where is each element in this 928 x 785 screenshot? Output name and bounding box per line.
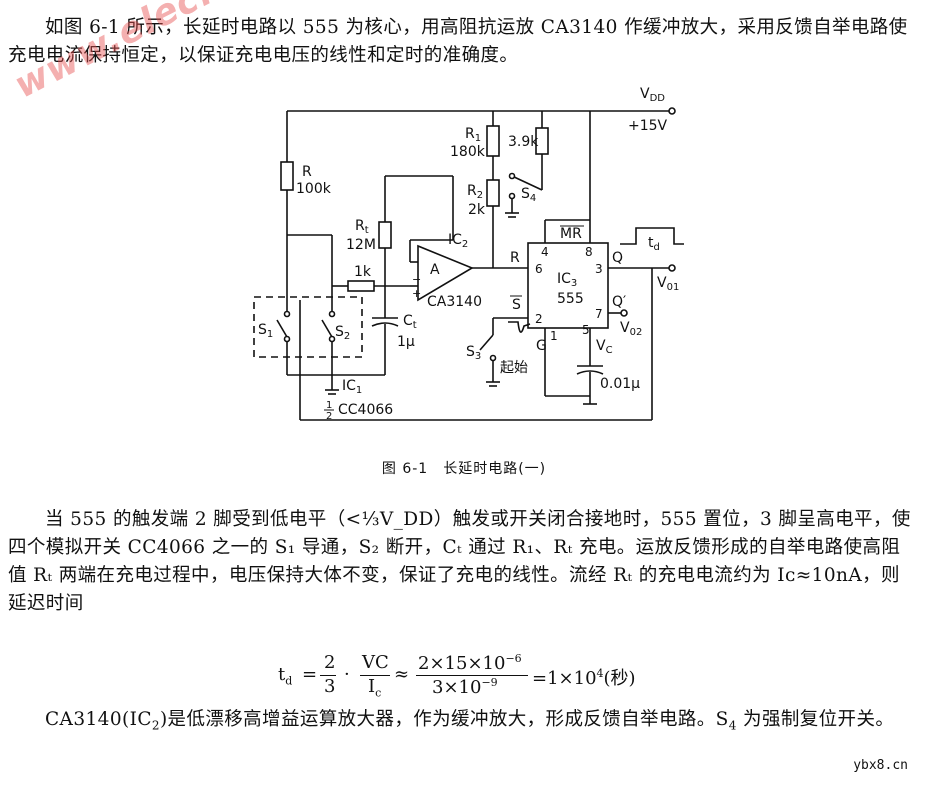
svg-text:1: 1 bbox=[550, 329, 558, 343]
svg-text:0.01μ: 0.01μ bbox=[600, 376, 640, 392]
s2-label: S2 bbox=[335, 324, 350, 342]
ic-555 bbox=[527, 242, 609, 329]
ct-label: Ct bbox=[403, 313, 417, 331]
vo2-terminal bbox=[620, 309, 628, 317]
s3-label: S3 bbox=[466, 344, 481, 362]
svg-text:2k: 2k bbox=[468, 202, 486, 218]
svg-text:R: R bbox=[510, 250, 520, 266]
svg-text:MR: MR bbox=[560, 226, 582, 242]
svg-text:G: G bbox=[536, 338, 547, 354]
svg-text:8: 8 bbox=[585, 245, 593, 259]
delay-formula: td = 2 3 · VC Ic ≈ 2×15×10−6 3×10−9 =1×1… bbox=[278, 652, 636, 700]
svg-text:Q′: Q′ bbox=[612, 294, 626, 310]
s4-label: S4 bbox=[521, 186, 536, 204]
svg-text:R: R bbox=[302, 164, 312, 180]
body-paragraph-2: 当 555 的触发端 2 脚受到低电平（<⅓V_DD）触发或开关闭合接地时，55… bbox=[8, 509, 911, 614]
circuit-diagram: VDD +15V R1 180k 3.9k R2 2k S4 R 100k Rt… bbox=[253, 86, 684, 422]
svg-text:Q: Q bbox=[612, 250, 623, 266]
intro-paragraph: 如图 6-1 所示，长延时电路以 555 为核心，用高阻抗运放 CA3140 作… bbox=[8, 17, 908, 66]
switch-s4 bbox=[511, 175, 543, 191]
svg-text:1: 1 bbox=[326, 400, 332, 411]
svg-text:3.9k: 3.9k bbox=[508, 134, 539, 150]
ic3-label: IC3 bbox=[557, 271, 577, 289]
svg-text:−: − bbox=[412, 273, 421, 286]
resistor-r1 bbox=[486, 125, 500, 157]
svg-text:12M: 12M bbox=[346, 237, 376, 253]
switch-s3 bbox=[479, 334, 494, 351]
svg-text:4: 4 bbox=[541, 245, 549, 259]
cc4066-box bbox=[253, 296, 363, 358]
rt-label: Rt bbox=[355, 218, 369, 236]
svg-text:A: A bbox=[430, 262, 440, 278]
ic2-label: IC2 bbox=[448, 232, 468, 250]
vc-label: VC bbox=[596, 338, 613, 356]
svg-text:CA3140: CA3140 bbox=[427, 294, 482, 310]
opamp-ca3140 bbox=[417, 244, 474, 302]
vdd-label: VDD bbox=[640, 86, 665, 104]
supply-label: +15V bbox=[628, 118, 668, 134]
svg-text:2: 2 bbox=[326, 411, 332, 422]
svg-text:1k: 1k bbox=[354, 264, 372, 280]
s1-label: S1 bbox=[258, 322, 273, 340]
svg-text:6: 6 bbox=[535, 262, 543, 276]
vo2-label: V02 bbox=[620, 320, 642, 338]
svg-text:CC4066: CC4066 bbox=[338, 402, 393, 418]
vo1-label: V01 bbox=[657, 275, 679, 293]
ic1-label: IC1 bbox=[342, 378, 362, 396]
vdd-terminal bbox=[668, 107, 676, 115]
vo1-terminal bbox=[668, 264, 676, 272]
svg-text:S: S bbox=[512, 297, 521, 313]
body-paragraph-3: CA3140(IC2)是低漂移高增益运算放大器，作为缓冲放大，形成反馈自举电路。… bbox=[45, 709, 895, 733]
td-label: td bbox=[648, 235, 660, 253]
svg-text:7: 7 bbox=[595, 307, 603, 321]
svg-text:1μ: 1μ bbox=[397, 334, 415, 350]
switch-s2 bbox=[321, 319, 333, 338]
resistor-r bbox=[280, 161, 294, 191]
output-pulse bbox=[620, 227, 684, 245]
svg-text:5: 5 bbox=[582, 323, 590, 337]
svg-text:555: 555 bbox=[557, 291, 584, 307]
svg-text:100k: 100k bbox=[296, 181, 332, 197]
svg-text:起始: 起始 bbox=[500, 360, 528, 376]
figure-caption: 图 6-1 长延时电路(一) bbox=[381, 461, 547, 477]
switch-s1 bbox=[276, 319, 288, 338]
r2-label: R2 bbox=[467, 183, 483, 201]
svg-text:2: 2 bbox=[535, 312, 543, 326]
svg-text:180k: 180k bbox=[450, 144, 486, 160]
resistor-1k bbox=[347, 280, 375, 292]
svg-text:3: 3 bbox=[595, 262, 603, 276]
r1-label: R1 bbox=[465, 126, 481, 144]
resistor-rt bbox=[378, 221, 392, 249]
svg-text:+: + bbox=[412, 287, 421, 300]
site-label: ybx8.cn bbox=[853, 758, 908, 773]
resistor-r2 bbox=[486, 179, 500, 207]
